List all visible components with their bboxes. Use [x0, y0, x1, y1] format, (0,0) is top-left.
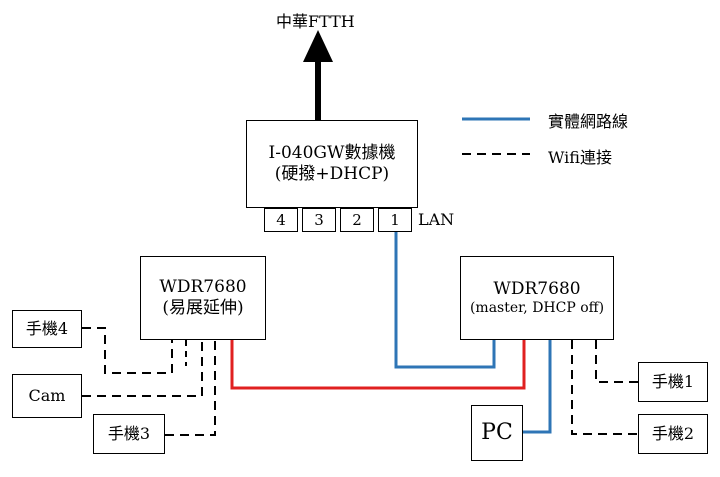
wire-pc-to-right-router	[523, 340, 552, 434]
wifi-cam	[82, 340, 203, 397]
device-phone4-label: 手機4	[25, 319, 69, 338]
device-phone1: 手機1	[638, 362, 708, 402]
wifi-phone1	[595, 340, 638, 383]
gateway-port-3: 3	[302, 208, 336, 232]
gateway-port-2: 2	[340, 208, 374, 232]
uplink-arrow-head	[303, 30, 333, 62]
left-router-name: WDR7680	[159, 276, 247, 297]
device-cam: Cam	[12, 374, 82, 418]
device-pc: PC	[471, 405, 523, 461]
gateway-name: I-040GW數據機	[268, 142, 396, 163]
left-router-mode: (易展延伸)	[162, 298, 244, 318]
wire-gateway-to-right-router	[394, 232, 496, 369]
wifi-phone3	[165, 340, 216, 436]
gateway-port-1: 1	[378, 208, 412, 232]
wifi-phone2	[571, 340, 638, 435]
gateway-box: I-040GW數據機 (硬撥+DHCP)	[246, 120, 418, 208]
right-router-box: WDR7680 (master, DHCP off)	[460, 256, 614, 340]
device-phone2: 手機2	[638, 414, 708, 454]
left-router-box: WDR7680 (易展延伸)	[140, 256, 266, 340]
legend-wired-label: 實體網路線	[548, 112, 629, 131]
legend-wifi-label: Wifi連接	[548, 148, 612, 167]
lan-label: LAN	[418, 210, 455, 229]
device-phone1-label: 手機1	[651, 372, 695, 391]
gateway-mode: (硬撥+DHCP)	[274, 164, 390, 184]
device-cam-label: Cam	[28, 386, 66, 405]
device-phone3-label: 手機3	[107, 424, 151, 443]
wifi-phone4	[82, 327, 173, 374]
right-router-name: WDR7680	[493, 278, 581, 299]
wire-mesh-link	[230, 340, 526, 390]
right-router-mode: (master, DHCP off)	[469, 299, 605, 316]
device-pc-label: PC	[481, 420, 513, 446]
device-phone3: 手機3	[93, 414, 165, 454]
device-phone2-label: 手機2	[651, 424, 695, 443]
device-phone4: 手機4	[12, 310, 82, 348]
internet-label: 中華FTTH	[276, 12, 355, 31]
gateway-port-4: 4	[264, 208, 298, 232]
